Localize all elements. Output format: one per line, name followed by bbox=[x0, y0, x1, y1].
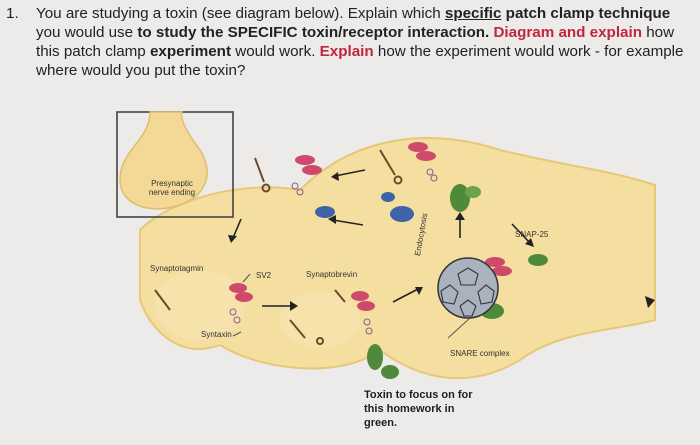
question-part: how this patch clamp bbox=[36, 24, 675, 60]
green-toxin-1 bbox=[450, 184, 470, 212]
question-part: would work. bbox=[231, 43, 320, 60]
question-part: patch clamp bbox=[501, 5, 599, 22]
receptor-cluster-1 bbox=[291, 155, 322, 196]
question-part: You are studying a toxin (see diagram be… bbox=[36, 5, 445, 22]
label-snap25: SNAP-25 bbox=[515, 230, 549, 239]
arrow-heads bbox=[228, 172, 655, 311]
label-synaptotagmin: Synaptotagmin bbox=[150, 264, 204, 273]
membrane-stalks bbox=[154, 149, 403, 345]
pathway-arrows bbox=[232, 169, 531, 307]
receptor-cluster-2 bbox=[408, 142, 438, 182]
blue-protein-2 bbox=[390, 206, 414, 222]
receptor-cluster-4 bbox=[351, 291, 375, 335]
presynaptic-terminal bbox=[139, 137, 656, 380]
question-number: 1. bbox=[6, 5, 19, 22]
question-part: to study the SPECIFIC toxin/receptor int… bbox=[137, 24, 490, 41]
question-block: 1. You are studying a toxin (see diagram… bbox=[6, 4, 692, 80]
green-toxin-5 bbox=[381, 365, 399, 379]
blue-protein-1 bbox=[315, 206, 335, 218]
lower-lobe-mid bbox=[280, 292, 360, 348]
green-toxin-2 bbox=[465, 186, 481, 198]
question-part: how the experiment would work - for exam… bbox=[36, 43, 684, 79]
question-part: Explain bbox=[319, 43, 374, 60]
inset-terminal-shape bbox=[119, 111, 208, 210]
label-presynaptic: Presynaptic nerve ending bbox=[148, 179, 196, 197]
receptor-cluster-3 bbox=[229, 283, 253, 324]
receptor-cluster-5 bbox=[485, 257, 512, 276]
question-text: You are studying a toxin (see diagram be… bbox=[36, 4, 692, 80]
question-part: technique bbox=[598, 5, 671, 22]
label-syntaxin: Syntaxin bbox=[201, 330, 232, 339]
question-part: you would use bbox=[36, 24, 138, 41]
lower-lobe-left bbox=[155, 270, 245, 340]
label-sv2: SV2 bbox=[256, 271, 272, 280]
green-toxin-4 bbox=[367, 344, 383, 370]
label-snare-complex: SNARE complex bbox=[450, 349, 510, 358]
question-part: Diagram and explain bbox=[493, 24, 642, 41]
blue-protein-3 bbox=[381, 192, 395, 202]
callout-lines bbox=[232, 273, 471, 339]
toxin-note: Toxin to focus on for this homework in g… bbox=[364, 389, 473, 429]
question-part: experiment bbox=[149, 43, 232, 60]
green-toxin-3 bbox=[528, 254, 548, 266]
question-part: specific bbox=[444, 5, 502, 22]
label-synaptobrevin: Synaptobrevin bbox=[306, 270, 358, 279]
clathrin-coat bbox=[437, 257, 499, 319]
